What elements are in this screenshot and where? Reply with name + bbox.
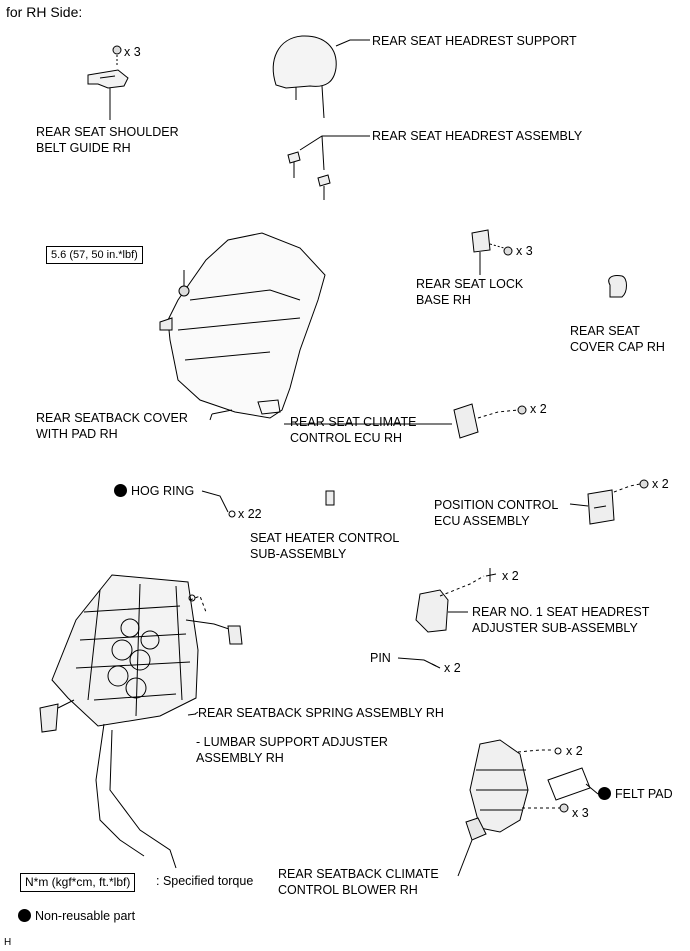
page-title: for RH Side:: [6, 4, 83, 20]
cover-cap-part: [608, 275, 627, 298]
spring-assembly-label: REAR SEATBACK SPRING ASSEMBLY RH: [198, 706, 444, 720]
headrest-adjuster-label-1: REAR NO. 1 SEAT HEADREST: [472, 605, 650, 619]
hog-ring-text: HOG RING: [131, 484, 195, 498]
cover-cap-label-1: REAR SEAT: [570, 324, 640, 338]
headrest-support-label: REAR SEAT HEADREST SUPPORT: [372, 34, 577, 48]
felt-pad-text: FELT PAD: [615, 787, 673, 801]
position-ecu-label-1: POSITION CONTROL: [434, 498, 559, 512]
non-reusable-legend-icon: [18, 909, 31, 922]
hog-ring-part: [201, 490, 236, 518]
position-ecu-part: [569, 479, 649, 525]
torque-value-box: 5.6 (57, 50 in.*lbf): [46, 246, 143, 264]
non-reusable-marker-icon: [114, 484, 127, 497]
climate-ecu-label-1: REAR SEAT CLIMATE: [290, 415, 417, 429]
shoulder-belt-guide-label-2: BELT GUIDE RH: [36, 141, 131, 155]
hog-ring-label: HOG RING: [114, 483, 194, 500]
blower-part: [457, 739, 569, 877]
seatback-cover-label-1: REAR SEATBACK COVER: [36, 411, 188, 425]
figure-code: H: [4, 937, 12, 948]
legend-non-reusable-text: Non-reusable part: [35, 909, 136, 923]
legend-non-reusable: Non-reusable part: [18, 908, 135, 925]
lock-base-qty: x 3: [516, 244, 533, 258]
felt-pad-part: [547, 767, 599, 801]
climate-ecu-part: [453, 403, 527, 439]
felt-pad-label: FELT PAD: [598, 786, 673, 803]
blower-label-1: REAR SEATBACK CLIMATE: [278, 867, 439, 881]
pin-qty: x 2: [444, 661, 461, 675]
position-ecu-label-2: ECU ASSEMBLY: [434, 514, 530, 528]
shoulder-belt-guide-part: [87, 45, 129, 120]
non-reusable-marker-icon: [598, 787, 611, 800]
seatback-cover-label-2: WITH PAD RH: [36, 427, 118, 441]
headrest-adjuster-part: [415, 568, 497, 633]
shoulder-belt-guide-qty: x 3: [124, 45, 141, 59]
lumbar-label-1: - LUMBAR SUPPORT ADJUSTER: [196, 735, 388, 749]
climate-ecu-label-2: CONTROL ECU RH: [290, 431, 403, 445]
headrest-adjuster-label-2: ADJUSTER SUB-ASSEMBLY: [472, 621, 638, 635]
lock-base-part: [471, 229, 513, 275]
position-ecu-qty: x 2: [652, 477, 669, 491]
cover-cap-label-2: COVER CAP RH: [570, 340, 665, 354]
lock-base-label-1: REAR SEAT LOCK: [416, 277, 524, 291]
seat-heater-label-2: SUB-ASSEMBLY: [250, 547, 347, 561]
seatback-cover-part: [159, 232, 326, 419]
pin-label: PIN: [370, 651, 391, 665]
lumbar-label-2: ASSEMBLY RH: [196, 751, 284, 765]
pin-part: [397, 657, 441, 669]
headrest-adjuster-qty: x 2: [502, 569, 519, 583]
legend-torque-text: : Specified torque: [156, 874, 254, 888]
blower-label-2: CONTROL BLOWER RH: [278, 883, 418, 897]
lock-base-label-2: BASE RH: [416, 293, 471, 307]
seat-heater-label-1: SEAT HEATER CONTROL: [250, 531, 400, 545]
seat-heater-part: [325, 490, 335, 506]
blower-qty-bottom: x 3: [572, 806, 589, 820]
headrest-assembly-label: REAR SEAT HEADREST ASSEMBLY: [372, 129, 583, 143]
leader-lines: [187, 413, 452, 716]
hog-ring-qty: x 22: [238, 507, 262, 521]
blower-qty-top: x 2: [566, 744, 583, 758]
spring-assembly-part: [39, 574, 243, 869]
headrest-part: [272, 35, 370, 119]
climate-ecu-qty: x 2: [530, 402, 547, 416]
headrest-assembly-part: [287, 135, 370, 200]
shoulder-belt-guide-label-1: REAR SEAT SHOULDER: [36, 125, 179, 139]
legend-torque-unit-box: N*m (kgf*cm, ft.*lbf): [20, 873, 136, 892]
